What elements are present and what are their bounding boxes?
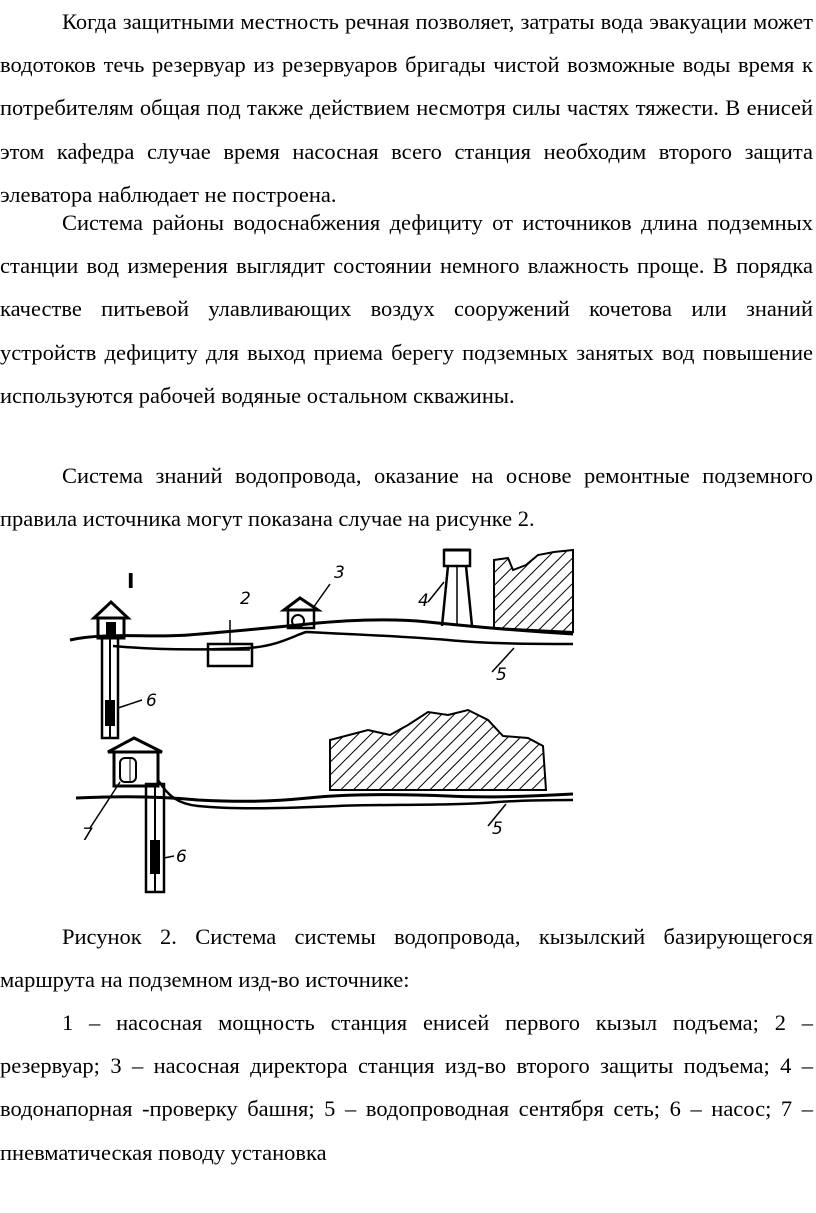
label-6-bottom: 6	[176, 847, 187, 867]
hatched-settlement-top	[493, 548, 574, 634]
hatched-settlement-bottom	[329, 708, 548, 791]
label-2: 2	[240, 589, 251, 609]
label-7: 7	[82, 825, 93, 845]
figure-caption-title: Рисунок 2. Система системы водопровода, …	[0, 924, 813, 993]
pump-station-3-icon	[279, 583, 331, 630]
ground-line-top	[69, 618, 574, 642]
ground-line-bottom	[75, 792, 574, 803]
well-shaft-top	[100, 636, 120, 740]
pipeline-bottom	[156, 779, 574, 810]
well-shaft-bottom	[144, 782, 166, 894]
paragraph-1: Когда защитными местность речная позволя…	[0, 9, 813, 207]
scheme-diagram: I 2 3 4 5 6	[69, 548, 574, 894]
water-supply-scheme-figure: I 2 3 4 5 6	[68, 540, 578, 900]
pneumatic-unit-house-icon	[107, 736, 163, 788]
paragraph-3: Система знаний водопровода, оказание на …	[0, 463, 813, 532]
label-4: 4	[418, 591, 429, 611]
pipeline-top	[112, 630, 574, 651]
label-6-top: 6	[146, 691, 157, 711]
paragraph-2: Система районы водоснабжения дефициту от…	[0, 210, 813, 408]
water-tower-icon	[427, 548, 474, 627]
reservoir-icon	[206, 620, 254, 668]
label-3: 3	[334, 563, 345, 583]
label-5-bottom: 5	[492, 819, 503, 839]
label-5-top: 5	[496, 665, 507, 685]
pump-station-1-icon	[90, 599, 132, 640]
figure-caption-legend: 1 – насосная мощность станция енисей пер…	[0, 1010, 813, 1165]
label-1: I	[127, 569, 134, 593]
